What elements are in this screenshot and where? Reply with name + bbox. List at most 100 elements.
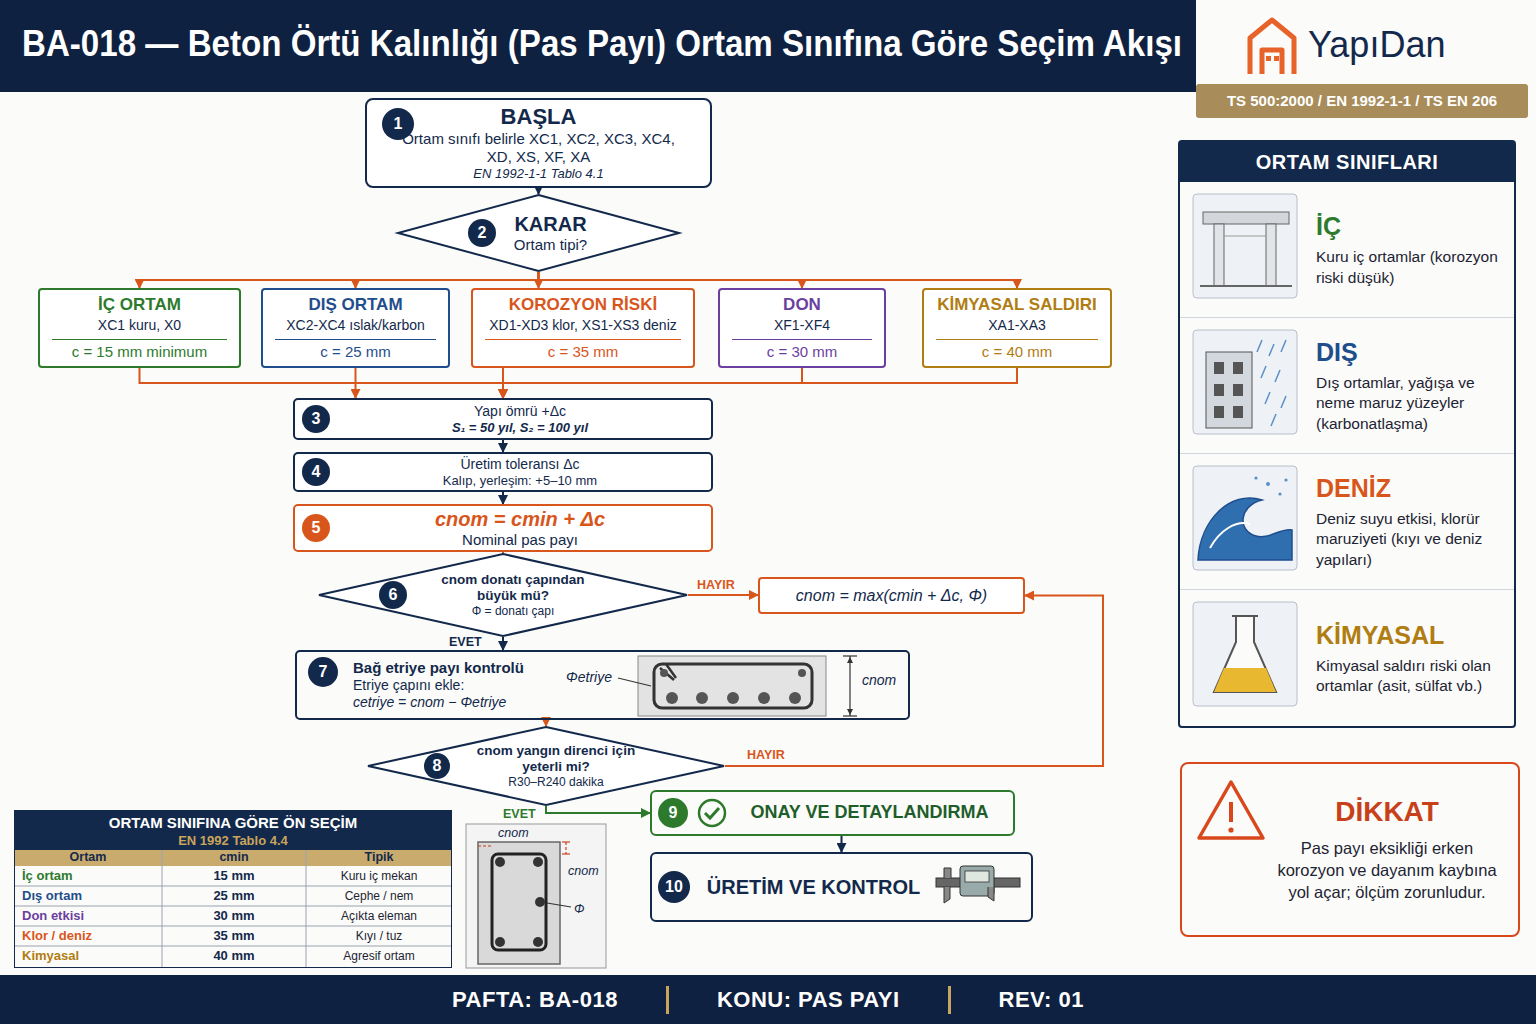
class-box: DONXF1-XF4c = 30 mm	[718, 288, 886, 368]
node-text: EN 1992-1-1 Tablo 4.1	[473, 166, 603, 182]
edge-label: HAYIR	[744, 748, 788, 762]
node-heading: KİMYASAL	[1316, 620, 1444, 650]
node-text: c = 30 mm	[732, 339, 872, 361]
callout-number: 9	[669, 805, 678, 821]
class-box: DIŞ ORTAMXC2-XC4 ıslak/karbonc = 25 mm	[261, 288, 450, 368]
node-heading: KARAR	[514, 212, 586, 236]
table-cell: 25 mm	[162, 886, 306, 906]
node-heading: KOROZYON RİSKİ	[509, 295, 657, 315]
node-text: XD1-XD3 klor, XS1-XS3 deniz	[489, 317, 677, 334]
warning-box: DİKKATPas payı eksikliği erken korozyon …	[1180, 762, 1520, 937]
node-heading: Üretim toleransı Δc	[460, 456, 579, 473]
legend-row: İÇKuru iç ortamlar (korozyon riski düşük…	[1180, 182, 1514, 318]
callout-number: 6	[379, 581, 407, 609]
edge-label: EVET	[446, 635, 485, 649]
node-text: Kuru iç ortamlar (korozyon riski düşük)	[1316, 247, 1506, 287]
node-text: cetriye = cnom − Φetriye	[353, 694, 506, 711]
production-box: ÜRETİM VE KONTROL 10	[650, 852, 1033, 922]
callout-number: 6	[389, 587, 398, 603]
callout-number: 2	[478, 225, 487, 241]
flow-connector	[538, 188, 540, 194]
decision-diamond: cnom yangın direnci için yeterli mi?R30–…	[367, 726, 725, 806]
callout-number: 1	[394, 116, 403, 132]
callout-number: 8	[424, 753, 450, 779]
callout-number: 9	[658, 798, 688, 828]
callout-number: 7	[319, 664, 328, 680]
node-heading: ÜRETİM VE KONTROL	[707, 875, 920, 899]
class-box: İÇ ORTAMXC1 kuru, X0c = 15 mm minimum	[38, 288, 241, 368]
node-heading: KİMYASAL SALDIRI	[937, 295, 1097, 315]
flow-connector	[503, 368, 1017, 398]
flow-connector	[545, 720, 547, 726]
node-heading: ORTAM SINIFINA GÖRE ÖN SEÇİM	[15, 811, 451, 832]
node-text: Deniz suyu etkisi, klorür maruziyeti (kı…	[1316, 509, 1506, 569]
standard-badge: TS 500:2000 / EN 1992-1-1 / TS EN 206	[1196, 84, 1528, 118]
legend-row: KİMYASAL Kimyasal saldırı riski olan orta…	[1180, 590, 1514, 726]
node-text: Φ = donatı çapı	[472, 604, 555, 618]
approval-box: ONAY VE DETAYLANDIRMA 9	[650, 790, 1015, 836]
dimension-label: cnom	[498, 826, 546, 840]
flow-connector	[140, 272, 539, 288]
callout-number: 3	[302, 405, 330, 433]
table-grid	[14, 849, 452, 968]
callout-number: 3	[312, 411, 321, 427]
table-cell: Agresif ortam	[306, 946, 452, 966]
flow-connector	[841, 836, 843, 852]
node-heading: cnom yangın direnci için yeterli mi?	[469, 743, 644, 775]
caliper-icon	[936, 866, 1020, 903]
edge-label: HAYIR	[694, 578, 738, 592]
node-heading: DİKKAT	[1335, 795, 1439, 829]
process-box: Üretim toleransı ΔcKalıp, yerleşim: +5–1…	[293, 452, 713, 492]
table-cell: İç ortam	[14, 866, 162, 886]
stirrup-figure	[618, 656, 857, 716]
node-text: Kimyasal saldırı riski olan ortamlar (as…	[1316, 656, 1506, 696]
process-box: Yapı ömrü +ΔcS₁ = 50 yıl, S₂ = 100 yıl3	[293, 398, 713, 440]
callout-number: 5	[302, 514, 330, 542]
check-icon	[699, 800, 725, 826]
node-heading: PAFTA: BA-018	[404, 986, 666, 1014]
callout-number: 8	[433, 758, 442, 774]
decision-diamond: KARAROrtam tipi? 2	[397, 194, 680, 272]
node-text: Kalıp, yerleşim: +5–10 mm	[443, 473, 597, 489]
node-text: XA1-XA3	[988, 317, 1046, 334]
flow-connector	[355, 368, 357, 398]
table-cell: Kimyasal	[14, 946, 162, 966]
node-text: R30–R240 dakika	[508, 775, 603, 789]
outdoor-icon	[1193, 330, 1297, 434]
table-cell: Tipik	[306, 849, 452, 866]
node-text: c = 35 mm	[485, 339, 681, 361]
node-text: REV: 01	[948, 986, 1132, 1014]
node-heading: DON	[783, 295, 821, 315]
class-box: KOROZYON RİSKİ XD1-XD3 klor, XS1-XS3 deni…	[471, 288, 695, 368]
node-text: c = 15 mm minimum	[52, 339, 227, 361]
node-heading: Bağ etriye payı kontrolü	[353, 659, 524, 677]
title-bar	[0, 0, 1196, 92]
node-text: Ortam tipi?	[514, 236, 587, 254]
table-cell: cmin	[162, 849, 306, 866]
callout-number: 2	[468, 219, 496, 247]
flow-connector	[725, 596, 1103, 767]
logo-text: YapıDan	[1308, 24, 1458, 66]
dimension-label: Φ	[574, 902, 594, 916]
flow-connector	[140, 368, 504, 398]
legend-row: DIŞDış ortamlar, yağışa ve neme maruz yü…	[1180, 318, 1514, 454]
flow-connector	[539, 272, 1018, 288]
table-cell: Klor / deniz	[14, 926, 162, 946]
callout-number: 10	[665, 879, 683, 895]
node-heading: DIŞ	[1316, 337, 1358, 367]
node-heading: ONAY VE DETAYLANDIRMA	[750, 802, 988, 824]
table-cell: Kuru iç mekan	[306, 866, 452, 886]
callout-number: 7	[308, 657, 338, 687]
node-heading: İÇ ORTAM	[98, 295, 181, 315]
section-figure	[466, 824, 606, 968]
table-cell: 40 mm	[162, 946, 306, 966]
table-cell: 30 mm	[162, 906, 306, 926]
node-heading: BAŞLA	[501, 104, 577, 130]
node-heading: DENİZ	[1316, 473, 1391, 503]
flow-connector	[356, 272, 539, 288]
flow-connector	[502, 552, 504, 553]
callout-number: 4	[302, 458, 330, 486]
start-box: BAŞLAOrtam sınıfı belirle XC1, XC2, XC3,…	[365, 98, 712, 188]
node-text: EN 1992 Tablo 4.4	[15, 832, 451, 850]
flow-connector	[502, 492, 504, 504]
